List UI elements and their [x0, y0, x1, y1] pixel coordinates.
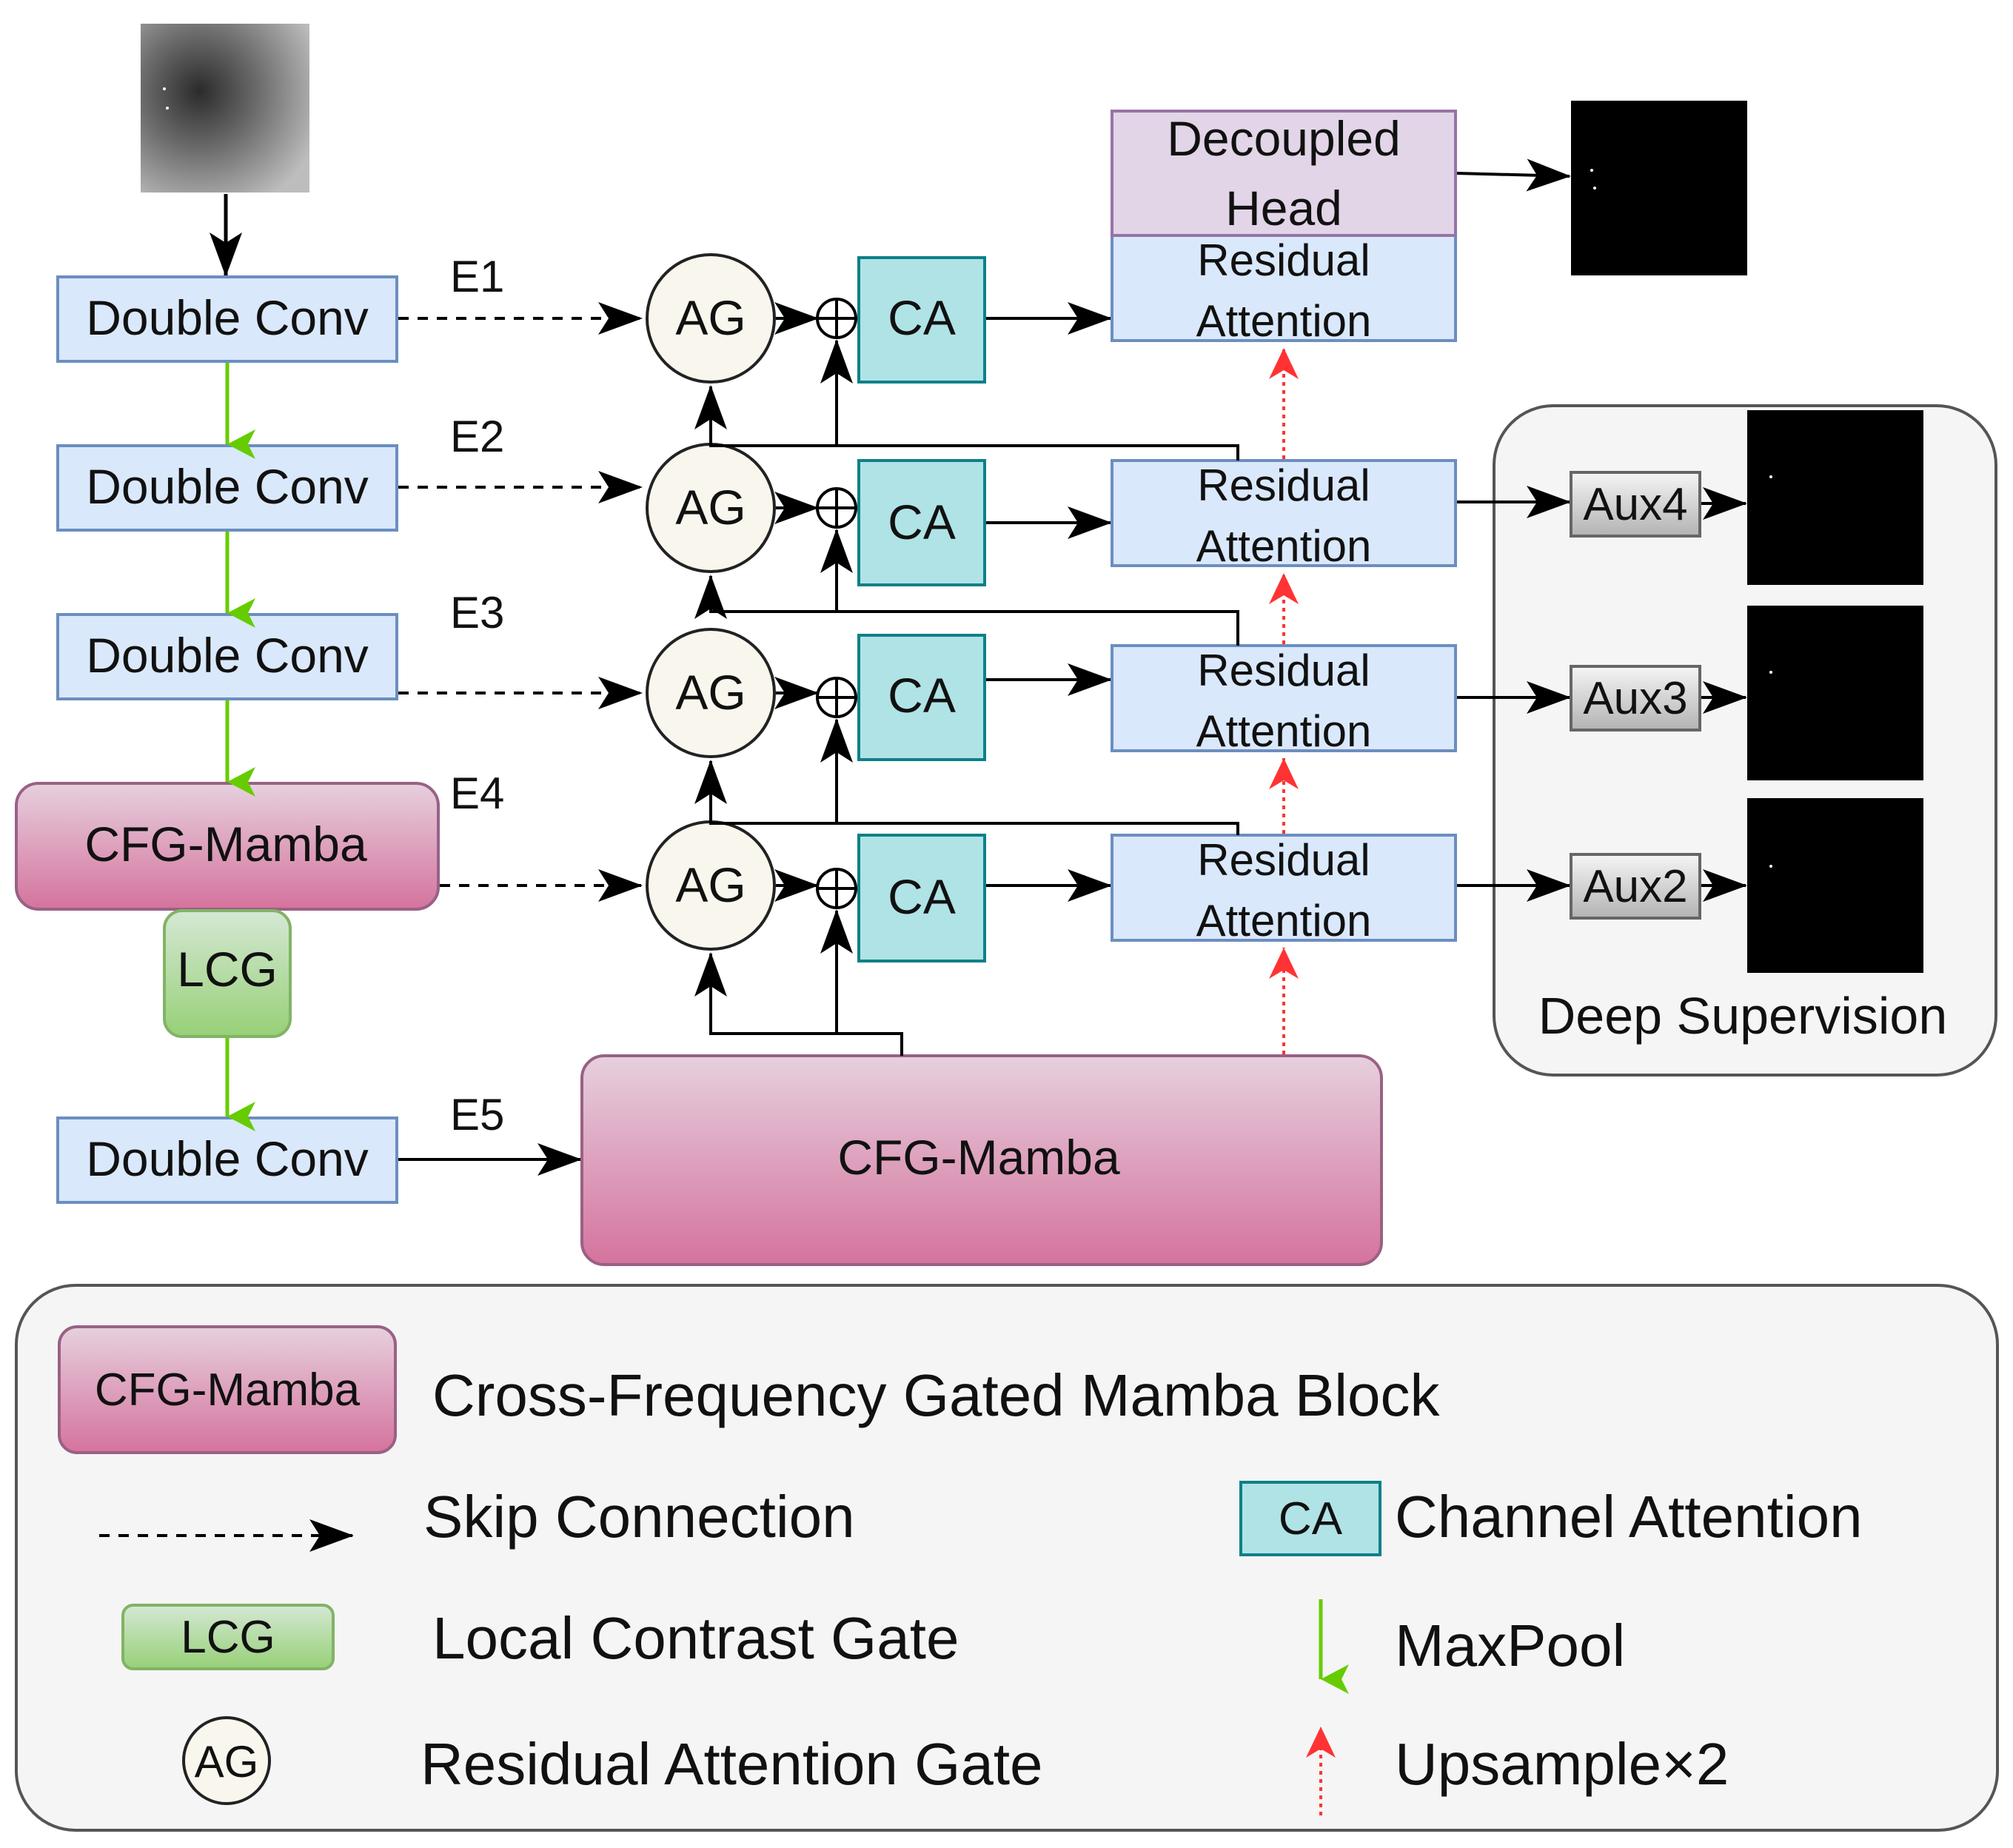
aux3-output-image	[1747, 606, 1923, 780]
lcg-label: LCG	[177, 942, 278, 997]
aux2-output-image	[1747, 798, 1923, 973]
svg-text:AG: AG	[675, 857, 746, 912]
e1-label: E1	[450, 252, 504, 301]
svg-text:CA: CA	[888, 668, 956, 723]
decoder-row-3: AG CA Residual Attention	[646, 628, 1457, 761]
residual-attention-2	[1111, 459, 1457, 567]
deep-supervision-title: Deep Supervision	[1538, 987, 1948, 1045]
svg-text:Attention: Attention	[1196, 896, 1372, 945]
residual-attention-4	[1111, 834, 1457, 942]
bottleneck-cfg-mamba: CFG-Mamba	[580, 1054, 1383, 1266]
legend-lcg-text: Local Contrast Gate	[432, 1605, 959, 1671]
ca-block-1	[857, 256, 986, 384]
ca-block-4	[857, 834, 986, 962]
svg-text:AG: AG	[675, 665, 746, 720]
legend-lcg-badge: LCG	[121, 1604, 335, 1670]
aux2-block: Aux2	[1570, 853, 1701, 920]
decoder-row-4: AG CA Residual Attention	[646, 820, 1457, 962]
legend-ca-text: Channel Attention	[1395, 1484, 1863, 1550]
encoder-block-4-cfg-mamba: CFG-Mamba	[15, 782, 440, 911]
legend-panel	[15, 1284, 1999, 1832]
svg-text:AG: AG	[675, 290, 746, 345]
aux4-block: Aux4	[1570, 471, 1701, 538]
svg-text:CA: CA	[888, 869, 956, 924]
decoupled-head-line2: Head	[1225, 181, 1342, 235]
encoder-block-2-label: Double Conv	[86, 459, 369, 514]
svg-text:Residual: Residual	[1197, 461, 1370, 510]
encoder-block-5-label: Double Conv	[86, 1131, 369, 1186]
svg-text:CA: CA	[1279, 1493, 1343, 1544]
svg-text:AG: AG	[195, 1737, 259, 1787]
encoder-block-5: Double Conv	[56, 1116, 398, 1204]
svg-text:Attention: Attention	[1196, 706, 1372, 756]
decoder-row-2: AG CA Residual Attention	[646, 443, 1457, 586]
encoder-block-2: Double Conv	[56, 444, 398, 532]
legend-ag-text: Residual Attention Gate	[421, 1731, 1043, 1797]
legend-skip-text: Skip Connection	[423, 1484, 855, 1550]
svg-text:Residual: Residual	[1197, 835, 1370, 885]
legend-ag-badge: AG	[182, 1716, 271, 1805]
e3-label: E3	[450, 588, 504, 637]
encoder-block-3: Double Conv	[56, 613, 398, 700]
svg-text:CFG-Mamba: CFG-Mamba	[95, 1365, 361, 1416]
encoder-block-3-label: Double Conv	[86, 628, 369, 683]
legend-cfg-badge: CFG-Mamba	[58, 1325, 397, 1454]
residual-attention-1	[1111, 234, 1457, 342]
legend-upsample-text: Upsample×2	[1395, 1731, 1729, 1797]
bottleneck-label: CFG-Mamba	[837, 1130, 1120, 1185]
svg-text:Attention: Attention	[1196, 521, 1372, 571]
e5-label: E5	[450, 1090, 504, 1139]
svg-text:Residual: Residual	[1197, 646, 1370, 695]
encoder-block-1: Double Conv	[56, 275, 398, 363]
svg-text:CA: CA	[888, 290, 956, 345]
svg-text:Attention: Attention	[1196, 296, 1372, 346]
decoupled-head-line1: Decoupled	[1167, 111, 1401, 166]
svg-text:CA: CA	[888, 495, 956, 549]
decoupled-head: Decoupled Head	[1111, 110, 1457, 237]
decoder-row-1: AG CA Residual Attention	[646, 234, 1457, 384]
residual-attention-3	[1111, 644, 1457, 752]
legend-ca-badge: CA	[1239, 1481, 1381, 1556]
legend-maxpool-text: MaxPool	[1395, 1613, 1625, 1678]
e2-label: E2	[450, 412, 504, 461]
aux3-block: Aux3	[1570, 665, 1701, 732]
aux4-output-image	[1747, 410, 1923, 585]
svg-text:Aux2: Aux2	[1583, 861, 1687, 912]
ca-block-3	[857, 634, 986, 761]
ca-block-2	[857, 459, 986, 586]
e4-label: E4	[450, 769, 504, 818]
encoder-block-4-label: CFG-Mamba	[84, 817, 367, 871]
lcg-block: LCG	[163, 909, 292, 1038]
encoder-block-1-label: Double Conv	[86, 290, 369, 345]
svg-text:Aux3: Aux3	[1583, 673, 1687, 724]
svg-text:Aux4: Aux4	[1583, 479, 1687, 530]
svg-text:AG: AG	[675, 480, 746, 535]
legend-cfg-text: Cross-Frequency Gated Mamba Block	[432, 1362, 1441, 1428]
svg-text:LCG: LCG	[181, 1612, 275, 1663]
output-image	[1571, 101, 1747, 275]
svg-text:Residual: Residual	[1197, 235, 1370, 285]
